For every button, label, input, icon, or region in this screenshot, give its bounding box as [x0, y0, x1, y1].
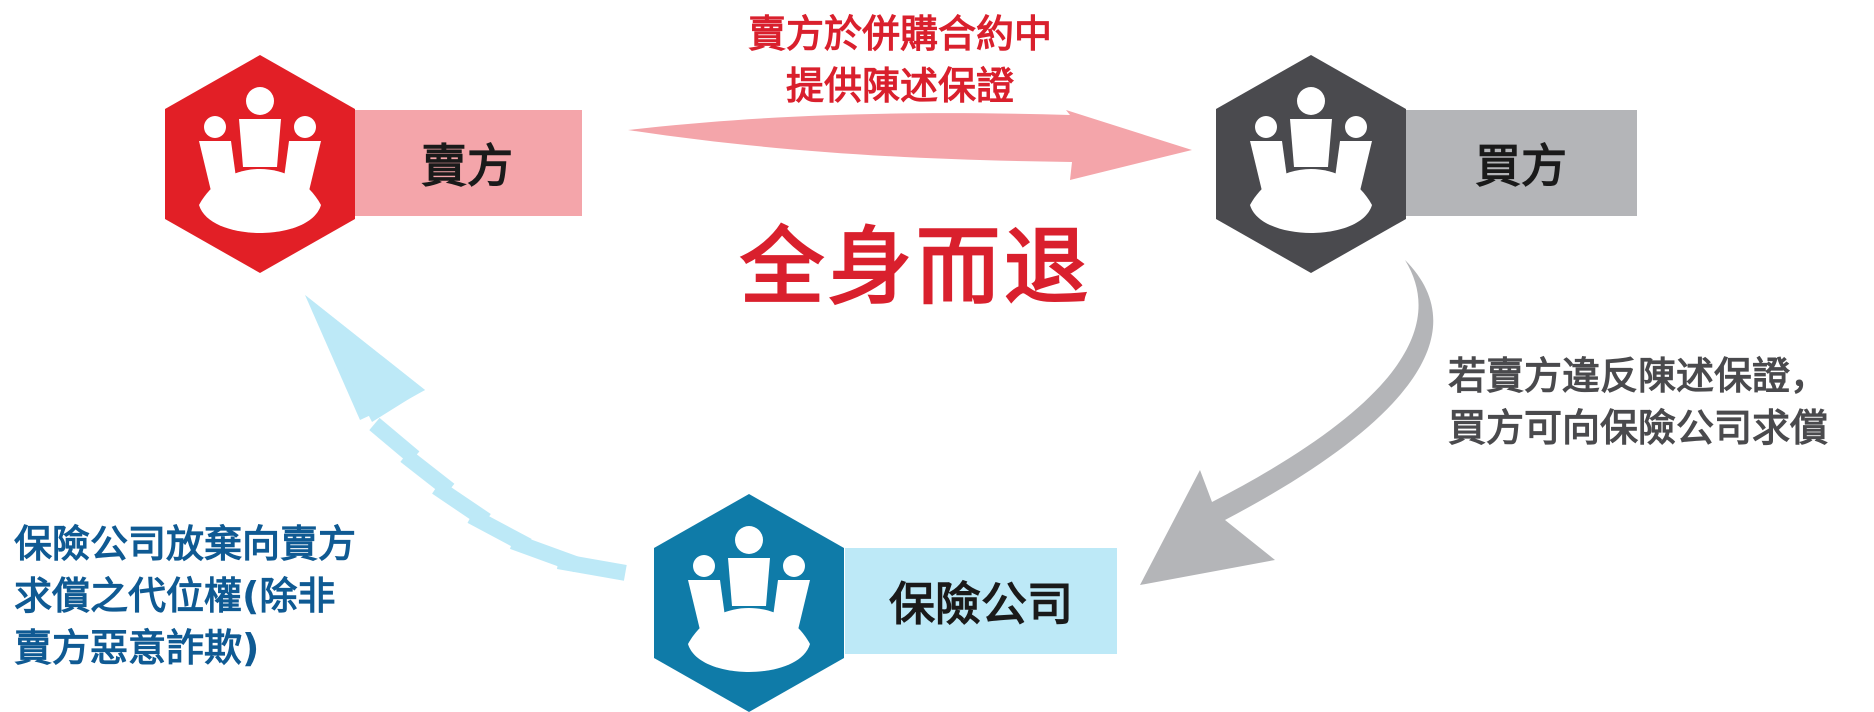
insurer-to-seller-note-line-3: 賣方惡意詐欺): [14, 626, 260, 670]
seller-hexagon: [165, 55, 355, 273]
insurer-label: 保險公司: [889, 577, 1073, 631]
buyer-to-insurer-arrow: [1140, 260, 1434, 585]
buyer-label: 買方: [1475, 139, 1567, 193]
buyer-to-insurer-note-line-1: 若賣方違反陳述保證，: [1448, 354, 1829, 398]
seller-to-buyer-note: 賣方於併購合約中 提供陳述保證: [700, 8, 1100, 112]
buyer-to-insurer-note: 若賣方違反陳述保證， 買方可向保險公司求償: [1448, 350, 1828, 454]
insurer-to-seller-arrow: [305, 295, 627, 581]
people-meeting-icon: [199, 87, 321, 233]
seller-to-buyer-note-line-2: 提供陳述保證: [785, 64, 1014, 108]
buyer-to-insurer-note-line-2: 買方可向保險公司求償: [1448, 406, 1829, 450]
insurer-to-seller-note-line-2: 求償之代位權(除非: [14, 574, 336, 618]
seller-label: 賣方: [421, 139, 513, 193]
seller-to-buyer-note-line-1: 賣方於併購合約中: [747, 12, 1052, 56]
insurer-hexagon: [654, 494, 844, 712]
center-slogan: 全身而退: [740, 218, 1093, 316]
buyer-label-box: 買方: [1405, 110, 1637, 216]
seller-to-buyer-arrow: [628, 110, 1192, 180]
insurer-to-seller-note: 保險公司放棄向賣方 求償之代位權(除非 賣方惡意詐欺): [14, 518, 356, 674]
people-meeting-icon: [1250, 87, 1372, 233]
insurer-to-seller-note-line-1: 保險公司放棄向賣方: [14, 522, 357, 566]
seller-label-box: 賣方: [352, 110, 582, 216]
buyer-hexagon: [1216, 55, 1406, 273]
insurer-label-box: 保險公司: [845, 548, 1117, 654]
people-meeting-icon: [688, 526, 810, 672]
